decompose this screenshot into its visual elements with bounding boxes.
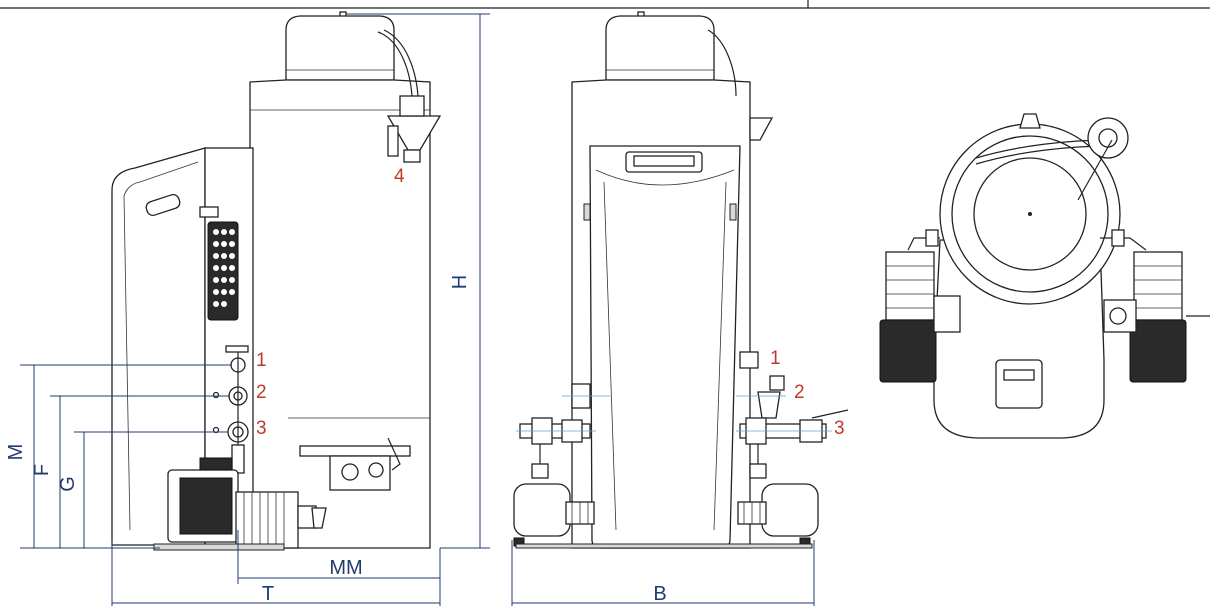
dim-f-label: F (31, 464, 53, 476)
front-dome (605, 15, 715, 81)
side-base (153, 543, 285, 551)
side-bottom-manifold (299, 437, 411, 491)
side-handle (145, 193, 181, 217)
front-left-pump (513, 483, 571, 537)
top-right-pump-stages (1133, 251, 1183, 321)
front-right-piping (739, 351, 849, 479)
top-right-pump (1100, 229, 1210, 383)
top-right-motor (1129, 319, 1187, 383)
side-callout-1: 1 (256, 350, 267, 371)
top-left-pump (879, 229, 961, 383)
side-hose (377, 31, 413, 97)
dim-h-label: H (449, 275, 471, 289)
dim-m-label: M (5, 444, 27, 461)
dimension-lines (20, 13, 815, 606)
side-valve-handle (225, 345, 249, 353)
side-callout-4: 4 (394, 166, 405, 187)
front-door (589, 145, 741, 549)
dim-mm-label: MM (329, 557, 362, 579)
title-border (0, 0, 1210, 9)
side-dome (285, 15, 395, 81)
dim-t-label: T (262, 583, 274, 605)
front-right-pump (761, 483, 819, 537)
front-view (513, 11, 849, 549)
dim-b-label: B (653, 583, 666, 605)
front-callout-3: 3 (834, 418, 845, 439)
front-base (515, 543, 813, 549)
top-left-pump-stages (885, 251, 935, 321)
front-callout-2: 2 (794, 382, 805, 403)
side-view (111, 11, 442, 551)
side-callout-3: 3 (256, 418, 267, 439)
side-callout-2: 2 (256, 382, 267, 403)
top-left-motor (879, 319, 937, 383)
front-callout-1: 1 (770, 348, 781, 369)
dim-g-label: G (57, 476, 79, 492)
side-pump-stages (235, 491, 299, 549)
top-view (879, 113, 1210, 439)
